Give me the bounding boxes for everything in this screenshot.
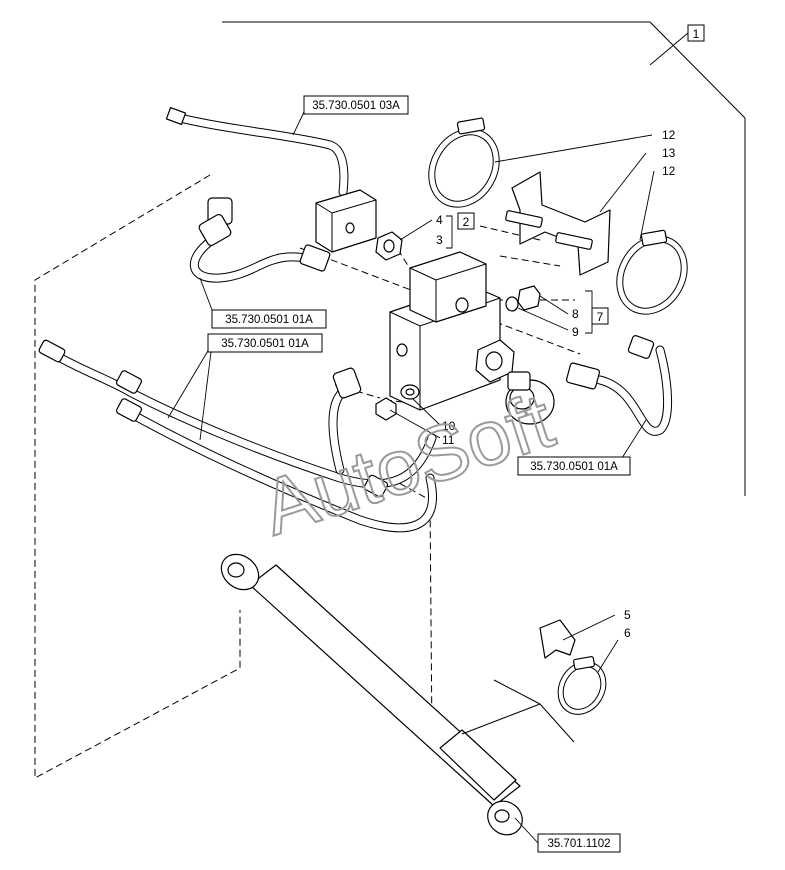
ref-label-01A-middle: 35.730.0501 01A xyxy=(221,338,309,350)
washer-item-10 xyxy=(400,384,420,400)
item-box-2-label: 2 xyxy=(463,215,470,229)
item-number-13: 13 xyxy=(662,146,676,160)
cylinder-indicator-lines xyxy=(461,679,575,743)
ref-label-01A-right: 35.730.0501 01A xyxy=(530,461,618,473)
plug-item-8 xyxy=(517,285,541,311)
hose-right xyxy=(565,335,672,436)
item-number-5: 5 xyxy=(624,608,631,622)
item-number-4: 4 xyxy=(436,213,443,227)
o-ring-item-9 xyxy=(505,296,519,312)
nut-item-3 xyxy=(375,231,403,261)
valve-block xyxy=(389,251,515,411)
ref-box-1102[interactable]: 35.701.1102 xyxy=(537,833,621,853)
hose-clamp-item-12-upper xyxy=(428,117,500,208)
hose-clamp-item-6 xyxy=(557,656,607,715)
hose-clamp-item-12-lower xyxy=(616,229,688,315)
leader-lines xyxy=(167,134,655,844)
assembly-bracket-lines xyxy=(222,21,746,496)
ref-label-03A: 35.730.0501 03A xyxy=(312,100,400,112)
item-number-11: 11 xyxy=(442,433,455,447)
item-number-10: 10 xyxy=(442,419,456,433)
hydraulic-cylinder xyxy=(220,553,523,836)
item-box-1-label: 1 xyxy=(693,27,700,41)
clip-item-5 xyxy=(539,619,576,659)
ref-label-1102: 35.701.1102 xyxy=(547,838,610,850)
hose-left-upper xyxy=(190,197,331,283)
ref-label-01A-upper: 35.730.0501 01A xyxy=(225,314,313,326)
item-number-12-upper: 12 xyxy=(662,128,676,142)
bracket-plate-item-13 xyxy=(505,171,611,276)
sensor-block xyxy=(315,189,377,253)
item-number-3: 3 xyxy=(436,233,443,247)
ref-box-01A-middle[interactable]: 35.730.0501 01A xyxy=(207,333,323,353)
item-number-6: 6 xyxy=(624,626,631,640)
item-number-8: 8 xyxy=(572,307,579,321)
item-number-9: 9 xyxy=(572,325,579,339)
sensor-wire xyxy=(165,107,349,197)
ref-box-03A[interactable]: 35.730.0501 03A xyxy=(303,95,409,115)
item-box-2: 2 xyxy=(457,212,475,230)
item-numbers: 12 13 12 4 3 8 9 10 11 5 6 xyxy=(436,128,676,640)
item-number-12-lower: 12 xyxy=(662,164,676,178)
solenoid-coil xyxy=(505,371,555,425)
item-box-1: 1 xyxy=(687,24,705,42)
ref-box-01A-upper[interactable]: 35.730.0501 01A xyxy=(211,309,327,329)
ref-box-01A-right[interactable]: 35.730.0501 01A xyxy=(517,456,631,476)
item-box-7-label: 7 xyxy=(597,310,604,324)
item-box-7: 7 xyxy=(591,307,609,325)
hose-left-long xyxy=(38,339,437,533)
valve-elbow-fitting xyxy=(328,367,362,475)
nut-item-11 xyxy=(375,397,397,421)
